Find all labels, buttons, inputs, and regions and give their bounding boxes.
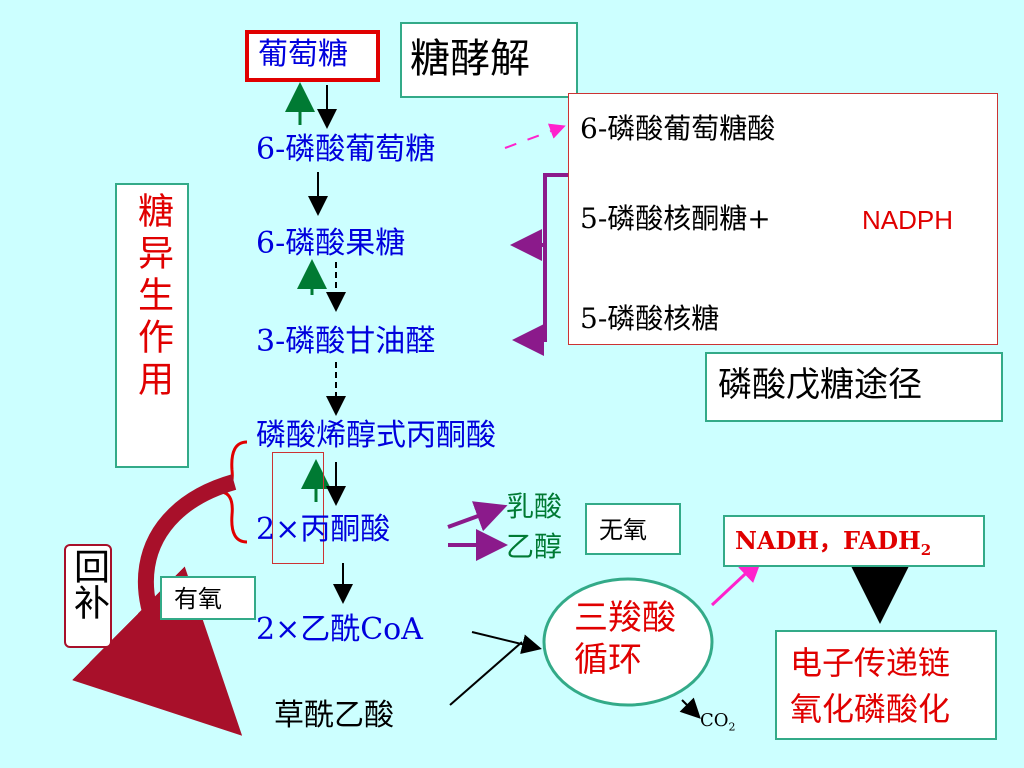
pep-label: 磷酸烯醇式丙酮酸 bbox=[256, 418, 496, 453]
co2-label: CO2 bbox=[700, 710, 736, 739]
acetylcoa-label: 2×乙酰CoA bbox=[256, 612, 423, 647]
arrow-tca-to-co2 bbox=[679, 697, 701, 719]
pyruvate-label: 2×丙酮酸 bbox=[256, 512, 391, 547]
etc-label: 电子传递链 bbox=[790, 644, 951, 682]
glucose-box bbox=[245, 30, 380, 82]
glycolysis-box bbox=[400, 22, 578, 98]
nadph-label: NADPH bbox=[862, 205, 954, 235]
gluconeogenesis-box bbox=[115, 183, 189, 468]
reducing-text: NADH，FADH bbox=[735, 526, 921, 555]
pentose-box bbox=[568, 93, 998, 345]
oxphos-label: 氧化磷酸化 bbox=[790, 690, 951, 728]
reducing-subscript: 2 bbox=[920, 540, 932, 559]
g6p-label: 6-磷酸葡萄糖 bbox=[256, 132, 436, 167]
tca-ellipse bbox=[542, 577, 714, 707]
f6p-label: 6-磷酸果糖 bbox=[256, 226, 406, 261]
arrow-pyruvate-to-lactate bbox=[447, 501, 508, 532]
glucose-label: 葡萄糖 bbox=[258, 37, 348, 72]
arrow-acetylcoa-to-tca bbox=[471, 631, 542, 654]
pep-highlight-box bbox=[272, 452, 324, 564]
arrow-g6p-to-pentose bbox=[504, 123, 566, 149]
pentose-item-1: 6-磷酸葡萄糖酸 bbox=[580, 112, 776, 145]
pentose-item-2: 5-磷酸核酮糖+ bbox=[580, 202, 771, 235]
tca-label: 三羧酸循环 bbox=[574, 598, 676, 680]
co2-subscript: 2 bbox=[728, 720, 736, 734]
aerobic-label: 有氧 bbox=[160, 576, 256, 620]
etc-box bbox=[775, 630, 997, 740]
arrow-oxaloacetate-to-tca bbox=[449, 641, 523, 706]
reducing-box bbox=[723, 515, 985, 567]
glycolysis-label: 糖酵解 bbox=[410, 36, 530, 82]
oxaloacetate-label: 草酰乙酸 bbox=[274, 698, 394, 733]
anaerobic-label: 无氧 bbox=[585, 503, 681, 555]
pentose-title-box bbox=[705, 352, 1003, 422]
arrow-tca-to-nadh bbox=[710, 557, 763, 607]
pentose-bracket bbox=[512, 173, 568, 356]
pentose-title: 磷酸戊糖途径 bbox=[718, 365, 922, 405]
anaplerosis-label: 回补 bbox=[68, 548, 109, 620]
lactate-label: 乳酸 bbox=[506, 490, 563, 523]
g3p-label: 3-磷酸甘油醛 bbox=[256, 324, 436, 359]
reducing-label: NADH，FADH2 bbox=[735, 526, 931, 565]
anaplerosis-curve bbox=[72, 474, 243, 736]
anaplerosis-box bbox=[64, 544, 112, 648]
pentose-item-3: 5-磷酸核糖 bbox=[580, 302, 720, 335]
ethanol-label: 乙醇 bbox=[506, 530, 563, 563]
gluconeogenesis-label: 糖异生作用 bbox=[132, 192, 173, 402]
co2-text: CO bbox=[700, 710, 729, 731]
